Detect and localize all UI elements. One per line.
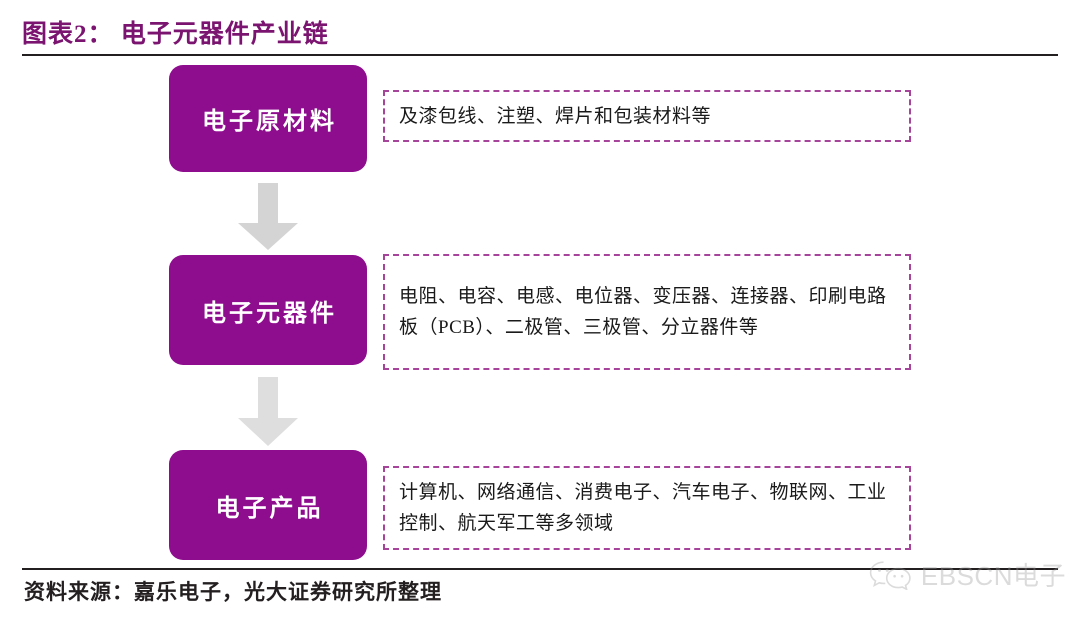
description-box-electronic-components: 电阻、电容、电感、电位器、变压器、连接器、印刷电路板（PCB）、二极管、三极管、… (383, 254, 911, 370)
source-divider-rule (22, 568, 1058, 570)
description-box-electronic-products: 计算机、网络通信、消费电子、汽车电子、物联网、工业控制、航天军工等多领域 (383, 466, 911, 550)
down-arrow-icon (237, 183, 299, 251)
description-box-electronic-raw-materials: 及漆包线、注塑、焊片和包装材料等 (383, 90, 911, 142)
watermark-label: EBSCN电子 (920, 561, 1066, 591)
description-text: 电阻、电容、电感、电位器、变压器、连接器、印刷电路板（PCB）、二极管、三极管、… (399, 286, 887, 338)
wechat-icon (868, 560, 914, 590)
stage-label: 电子原材料 (202, 109, 337, 135)
description-text: 计算机、网络通信、消费电子、汽车电子、物联网、工业控制、航天军工等多领域 (399, 482, 887, 534)
description-text: 及漆包线、注塑、焊片和包装材料等 (399, 105, 712, 127)
stage-box-electronic-components: 电子元器件 (169, 255, 367, 365)
down-arrow-icon (237, 377, 299, 447)
watermark: EBSCN电子 (868, 556, 1066, 593)
stage-box-electronic-products: 电子产品 (169, 450, 367, 560)
figure-title: 图表2： 电子元器件产业链 (22, 21, 329, 48)
stage-label: 电子元器件 (202, 300, 337, 327)
title-divider-rule (22, 54, 1058, 56)
stage-box-electronic-raw-materials: 电子原材料 (169, 65, 367, 172)
stage-label: 电子产品 (215, 495, 324, 522)
source-note: 资料来源：嘉乐电子，光大证券研究所整理 (24, 580, 442, 604)
